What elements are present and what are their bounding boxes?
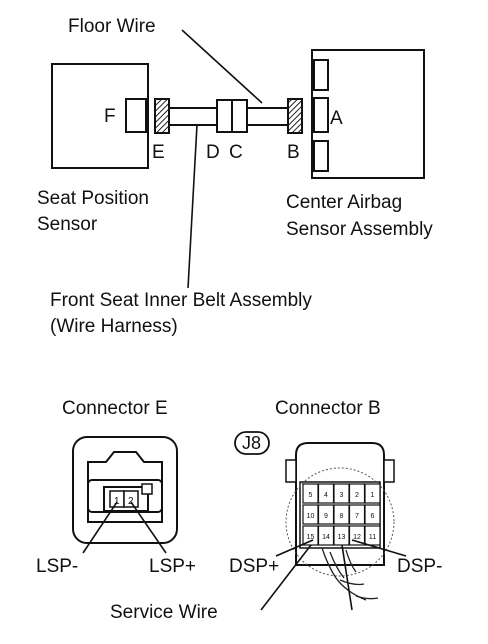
dsp-plus-leader bbox=[275, 539, 314, 557]
connector-b-pin-13: 13 bbox=[338, 534, 346, 541]
connector-b-pin-2: 2 bbox=[355, 492, 359, 499]
probe-hand-sketch bbox=[321, 547, 379, 601]
connector-f-letter: F bbox=[104, 106, 116, 127]
connector-f-socket bbox=[125, 98, 147, 133]
connector-b-letter: B bbox=[287, 142, 300, 163]
connector-b-pin-cell bbox=[364, 525, 381, 546]
connector-e-face bbox=[72, 436, 178, 544]
connector-b-pin-14: 14 bbox=[322, 534, 330, 541]
floor-wire-leader bbox=[181, 29, 263, 104]
connector-a-letter: A bbox=[330, 108, 343, 129]
lsp-plus-label: LSP+ bbox=[149, 556, 196, 577]
dsp-plus-label: DSP+ bbox=[229, 556, 279, 577]
connector-b-pin-grid: 5 4 3 2 1 10 9 8 7 6 15 14 13 12 11 bbox=[302, 483, 381, 546]
dsp-minus-leader bbox=[351, 539, 407, 557]
connector-b-pin-cell bbox=[364, 483, 381, 504]
service-wire-label: Service Wire bbox=[110, 602, 218, 623]
connector-e-plug bbox=[154, 98, 170, 134]
connector-b-title: Connector B bbox=[275, 398, 381, 419]
airbag-socket-top bbox=[313, 59, 329, 91]
airbag-socket-bottom bbox=[313, 140, 329, 172]
connector-b-pin-1: 1 bbox=[371, 492, 375, 499]
connector-b-pin-10: 10 bbox=[307, 513, 315, 520]
center-airbag-label-2: Sensor Assembly bbox=[286, 219, 433, 240]
harness-label-1: Front Seat Inner Belt Assembly bbox=[50, 290, 312, 311]
center-airbag-label-1: Center Airbag bbox=[286, 192, 402, 213]
service-wire-probe-2 bbox=[341, 544, 353, 611]
j8-tag-frame bbox=[234, 431, 270, 455]
connector-c-letter: C bbox=[229, 142, 243, 163]
lsp-minus-leader bbox=[82, 501, 118, 554]
connector-b-plug bbox=[287, 98, 303, 134]
connector-b-pin-3: 3 bbox=[340, 492, 344, 499]
service-wire-probe-1 bbox=[260, 544, 312, 611]
connector-b-pin-cell bbox=[364, 504, 381, 525]
harness-leader bbox=[187, 124, 198, 289]
harness-label-2: (Wire Harness) bbox=[50, 316, 178, 337]
connector-e-title: Connector E bbox=[62, 398, 168, 419]
connector-d-body bbox=[216, 99, 233, 133]
lsp-plus-leader bbox=[130, 501, 167, 554]
connector-c-body bbox=[231, 99, 248, 133]
connector-b-pin-9: 9 bbox=[324, 513, 328, 520]
connector-a-socket bbox=[313, 97, 329, 133]
seat-sensor-label-2: Sensor bbox=[37, 214, 98, 235]
connector-b-pin-8: 8 bbox=[340, 513, 344, 520]
connector-e-pin-2: 2 bbox=[128, 496, 134, 507]
floor-wire-label: Floor Wire bbox=[68, 16, 156, 37]
connector-d-letter: D bbox=[206, 142, 220, 163]
connector-b-pin-6: 6 bbox=[371, 513, 375, 520]
connector-b-pin-7: 7 bbox=[355, 513, 359, 520]
connector-b-pin-12: 12 bbox=[353, 534, 361, 541]
connector-b-pin-4: 4 bbox=[324, 492, 328, 499]
connector-e-letter: E bbox=[152, 142, 165, 163]
dsp-minus-label: DSP- bbox=[397, 556, 442, 577]
connector-b-pin-11: 11 bbox=[369, 534, 376, 541]
center-airbag-sensor-box bbox=[311, 49, 425, 179]
lsp-minus-label: LSP- bbox=[36, 556, 78, 577]
seat-sensor-label-1: Seat Position bbox=[37, 188, 149, 209]
j8-tag: J8 bbox=[242, 433, 261, 453]
connector-e-pin-1: 1 bbox=[114, 496, 120, 507]
connector-b-pin-5: 5 bbox=[309, 492, 313, 499]
connector-b-pin-15: 15 bbox=[307, 534, 315, 541]
